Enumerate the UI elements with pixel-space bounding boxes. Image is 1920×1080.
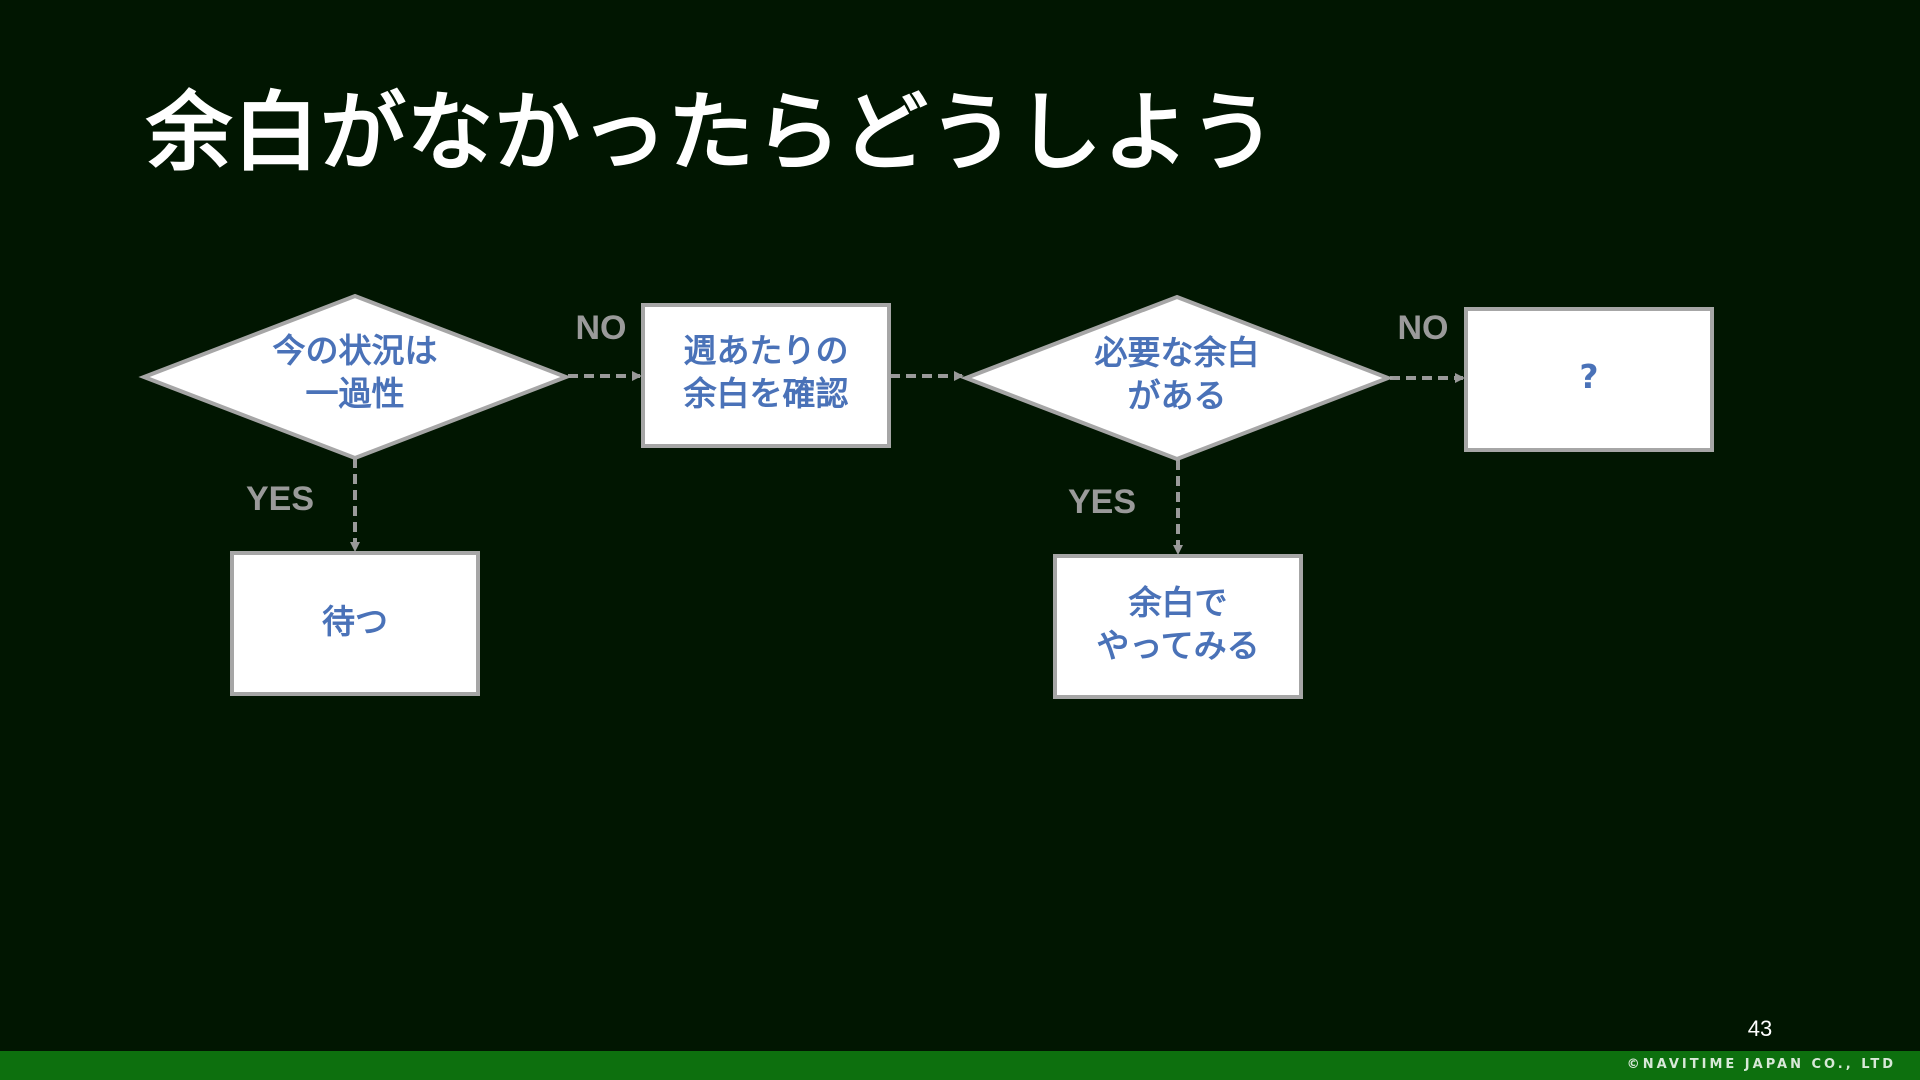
branch-label-no-2: NO (1398, 309, 1449, 347)
process-box-unknown (1464, 307, 1714, 452)
decision2-line2: がある (1128, 376, 1227, 415)
branch-label-yes-2: YES (1068, 483, 1136, 521)
copyright-text: ©NAVITIME JAPAN CO., LTD (1626, 1057, 1896, 1072)
decision-diamond-2 (960, 294, 1394, 462)
process-box-weekly-check (641, 303, 891, 448)
page-number: 43 (1747, 1016, 1773, 1041)
branch-label-yes-1: YES (246, 480, 314, 518)
decision1-line2: 一過性 (306, 374, 405, 413)
try-line2: やってみる (1096, 626, 1259, 665)
process-box-wait (230, 551, 480, 696)
process-box-try (1053, 554, 1303, 699)
unknown-label: ? (1579, 357, 1598, 396)
decision1-line1: 今の状況は (273, 331, 438, 370)
branch-label-no-1: NO (576, 309, 627, 347)
process1-line1: 週あたりの (684, 331, 849, 370)
process1-line2: 余白を確認 (683, 374, 849, 413)
decision-diamond-1 (138, 293, 572, 461)
slide-title: 余白がなかったらどうしよう (146, 83, 1277, 183)
wait-label: 待つ (322, 602, 388, 641)
try-line1: 余白で (1128, 583, 1228, 622)
decision2-line1: 必要な余白 (1095, 333, 1260, 372)
footer-bar: ©NAVITIME JAPAN CO., LTD (0, 1051, 1920, 1080)
